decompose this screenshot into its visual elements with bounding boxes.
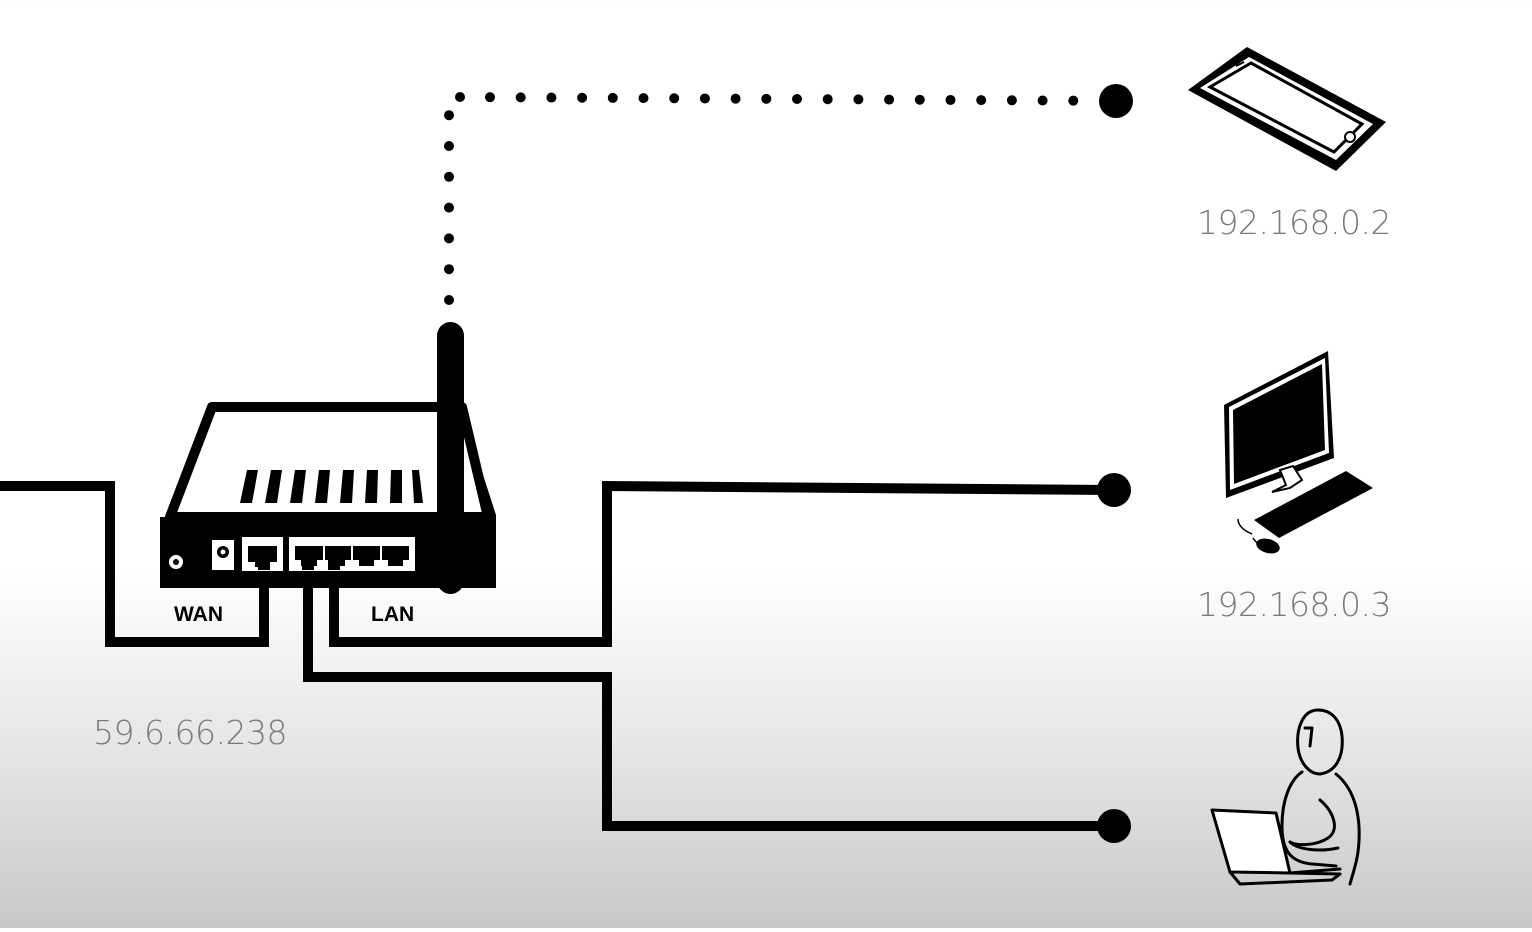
router-antenna [437,322,464,594]
wan-cable [0,481,269,647]
wireless-dot [577,92,588,103]
laptop-endpoint [1097,809,1131,843]
wireless-dot [444,264,454,275]
wireless-dot [669,93,680,104]
wireless-dot [444,110,454,121]
wireless-dot [945,94,956,105]
wireless-dot [638,93,649,104]
wan-ip-label: 59.6.66.238 [93,713,287,752]
phone-ip-label: 192.168.0.2 [1197,203,1391,242]
wireless-dot [1068,95,1079,106]
desktop-ip-label: 192.168.0.3 [1197,585,1391,624]
wireless-dot [914,94,925,105]
wireless-dot [444,233,454,244]
wireless-dot [444,171,454,182]
person-laptop-icon [1210,708,1361,886]
lan-label: LAN [371,603,414,626]
wireless-dot [515,92,526,103]
desktop-endpoint [1097,473,1131,507]
wan-label: WAN [174,603,223,626]
wireless-dot [884,94,895,105]
router-icon: WAN LAN [160,322,496,626]
router-vents [240,470,423,503]
wireless-dot [444,202,454,213]
smartphone-icon [1188,47,1386,171]
wireless-dot [699,93,710,104]
wireless-dot [730,93,741,104]
wireless-dot [607,92,618,103]
wireless-dot [1037,95,1048,106]
wireless-dot [455,92,465,102]
lan-cable-laptop [303,560,1112,831]
wireless-dot [853,94,864,105]
wireless-dot [485,92,495,103]
wireless-dot [822,94,833,105]
wireless-dot [546,92,557,103]
lan-cable-desktop [329,480,1113,647]
wireless-dot [444,141,454,151]
wireless-dot [761,93,772,104]
wireless-dot [976,95,987,106]
wireless-link [444,92,1079,305]
wireless-dot [792,94,802,105]
wireless-dot [444,295,454,305]
phone-endpoint [1099,84,1133,118]
desktop-computer-icon [1224,351,1373,554]
wireless-dot [1006,95,1017,106]
